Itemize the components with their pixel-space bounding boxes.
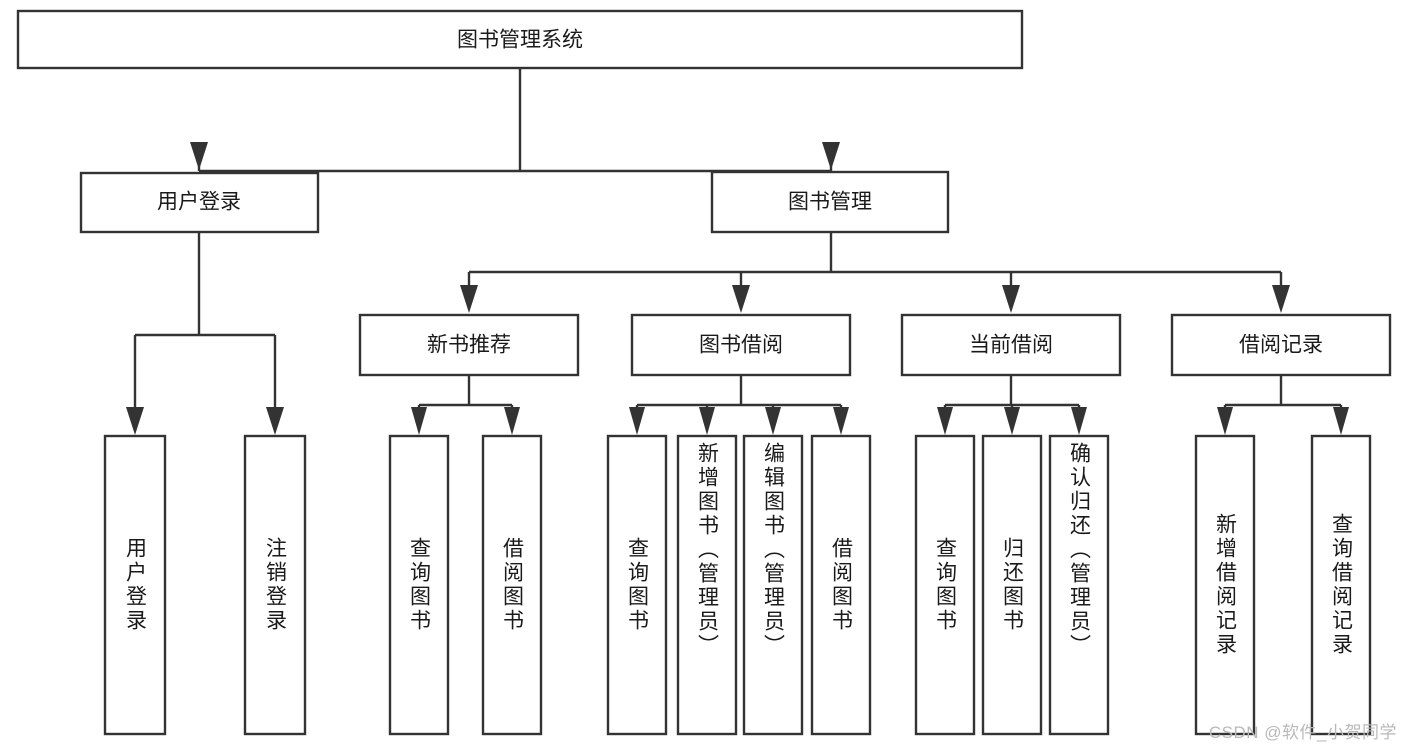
connector-group [126,68,1349,435]
leaf-query-book-current[interactable] [914,434,976,736]
leaf-query-book-borrow-label-wrap: 查询图书 [625,537,649,633]
node-current-borrow[interactable]: 当前借阅 [900,313,1122,377]
node-user-login-box[interactable] [79,171,320,234]
arrow-head-leaf-add-record [1217,407,1233,435]
leaf-add-borrow-record-label: 新增借阅记录 [1213,513,1237,657]
leaf-query-book-borrow-label: 查询图书 [625,537,649,633]
leaf-query-book-current-label: 查询图书 [933,537,957,633]
leaf-add-book-admin[interactable] [676,434,738,736]
node-book-management[interactable]: 图书管理 [710,170,950,234]
leaf-query-borrow-record-box[interactable] [1310,434,1372,736]
leaf-borrow-book-newrec-label-wrap: 借阅图书 [500,537,524,633]
leaf-return-book[interactable] [981,434,1043,736]
leaf-borrow-book-newrec[interactable] [481,434,543,736]
arrow-head-leaf-edit-book [765,407,781,435]
arrow-head-leaf-borrow-book-2 [833,407,849,435]
leaf-query-book-current-box[interactable] [914,434,976,736]
leaf-logout-login-box[interactable] [243,434,307,736]
leaf-return-book-label: 归还图书 [1000,537,1024,633]
leaf-user-login-label-wrap: 用户登录 [123,537,147,633]
leaf-query-borrow-record-label: 查询借阅记录 [1329,513,1353,657]
node-book-borrow-label: 图书借阅 [699,334,783,357]
leaf-query-book-current-label-wrap: 查询图书 [933,537,957,633]
leaf-edit-book-admin-box[interactable] [742,434,804,736]
node-new-book-recommend[interactable]: 新书推荐 [358,313,580,377]
leaf-add-borrow-record[interactable] [1194,434,1256,736]
leaf-borrow-book-borrow-label-wrap: 借阅图书 [829,537,853,633]
leaf-confirm-return-admin[interactable] [1048,434,1110,736]
leaf-add-book-admin-box[interactable] [676,434,738,736]
leaf-logout-login[interactable] [243,434,307,736]
leaf-confirm-return-admin-box[interactable] [1048,434,1110,736]
node-root-box[interactable] [16,9,1024,70]
leaf-query-book-newrec-box[interactable] [388,434,450,736]
node-user-login-label: 用户登录 [157,191,241,214]
leaf-borrow-book-borrow-label: 借阅图书 [829,537,853,633]
arrow-head-leaf-user-login [126,407,144,435]
arrow-head-book-borrow [732,285,750,313]
leaf-user-login[interactable] [103,434,167,736]
node-borrow-record-box[interactable] [1170,313,1392,377]
arrow-head-leaf-query-book-2 [629,407,645,435]
node-root[interactable]: 图书管理系统 [16,9,1024,70]
leaf-edit-book-admin-label: 编辑图书（管理员） [761,442,785,658]
arrow-head-current-borrow [1002,285,1020,313]
leaf-query-borrow-record[interactable] [1310,434,1372,736]
node-root-label: 图书管理系统 [457,29,583,52]
leaf-borrow-book-borrow[interactable] [810,434,872,736]
node-book-management-label: 图书管理 [788,191,872,214]
arrow-head-book-mgmt [822,142,840,170]
arrow-head-leaf-return-book [1004,407,1020,435]
leaf-borrow-book-newrec-label: 借阅图书 [500,537,524,633]
leaf-borrow-book-borrow-box[interactable] [810,434,872,736]
leaf-query-book-newrec-label-wrap: 查询图书 [407,537,431,633]
arrow-head-user-login [190,142,208,170]
leaf-add-borrow-record-label-wrap: 新增借阅记录 [1213,513,1237,657]
leaf-confirm-return-admin-label: 确认归还（管理员） [1067,442,1091,658]
leaf-add-book-admin-label-wrap: 新增图书（管理员） [695,442,719,658]
leaf-logout-login-label: 注销登录 [263,537,287,633]
leaf-query-book-borrow[interactable] [606,434,668,736]
arrow-head-leaf-add-book [699,407,715,435]
node-new-book-recommend-label: 新书推荐 [427,334,511,357]
leaf-edit-book-admin[interactable] [742,434,804,736]
arrow-head-leaf-confirm-return [1071,407,1087,435]
leaf-query-borrow-record-label-wrap: 查询借阅记录 [1329,513,1353,657]
node-book-borrow-box[interactable] [630,313,852,377]
arrow-head-leaf-query-record [1333,407,1349,435]
leaf-return-book-label-wrap: 归还图书 [1000,537,1024,633]
arrow-head-leaf-borrow-book-1 [504,407,520,435]
leaf-query-book-newrec-label: 查询图书 [407,537,431,633]
node-user-login[interactable]: 用户登录 [79,171,320,234]
leaf-query-book-newrec[interactable] [388,434,450,736]
node-current-borrow-label: 当前借阅 [969,334,1053,357]
arrow-head-leaf-query-book-3 [937,407,953,435]
leaf-user-login-box[interactable] [103,434,167,736]
node-book-management-box[interactable] [710,170,950,234]
leaf-edit-book-admin-label-wrap: 编辑图书（管理员） [761,442,785,658]
node-borrow-record[interactable]: 借阅记录 [1170,313,1392,377]
leaf-borrow-book-newrec-box[interactable] [481,434,543,736]
leaf-logout-login-label-wrap: 注销登录 [263,537,287,633]
arrow-head-leaf-logout [266,407,284,435]
arrow-head-new-book-rec [460,285,478,313]
leaf-user-login-label: 用户登录 [123,537,147,633]
arrow-head-borrow-record [1272,285,1290,313]
leaf-query-book-borrow-box[interactable] [606,434,668,736]
leaf-add-borrow-record-box[interactable] [1194,434,1256,736]
node-borrow-record-label: 借阅记录 [1239,334,1323,357]
node-new-book-recommend-box[interactable] [358,313,580,377]
leaf-add-book-admin-label: 新增图书（管理员） [695,442,719,658]
arrow-head-leaf-query-book-1 [411,407,427,435]
node-book-borrow[interactable]: 图书借阅 [630,313,852,377]
leaf-confirm-return-admin-label-wrap: 确认归还（管理员） [1067,442,1091,658]
node-current-borrow-box[interactable] [900,313,1122,377]
leaf-return-book-box[interactable] [981,434,1043,736]
